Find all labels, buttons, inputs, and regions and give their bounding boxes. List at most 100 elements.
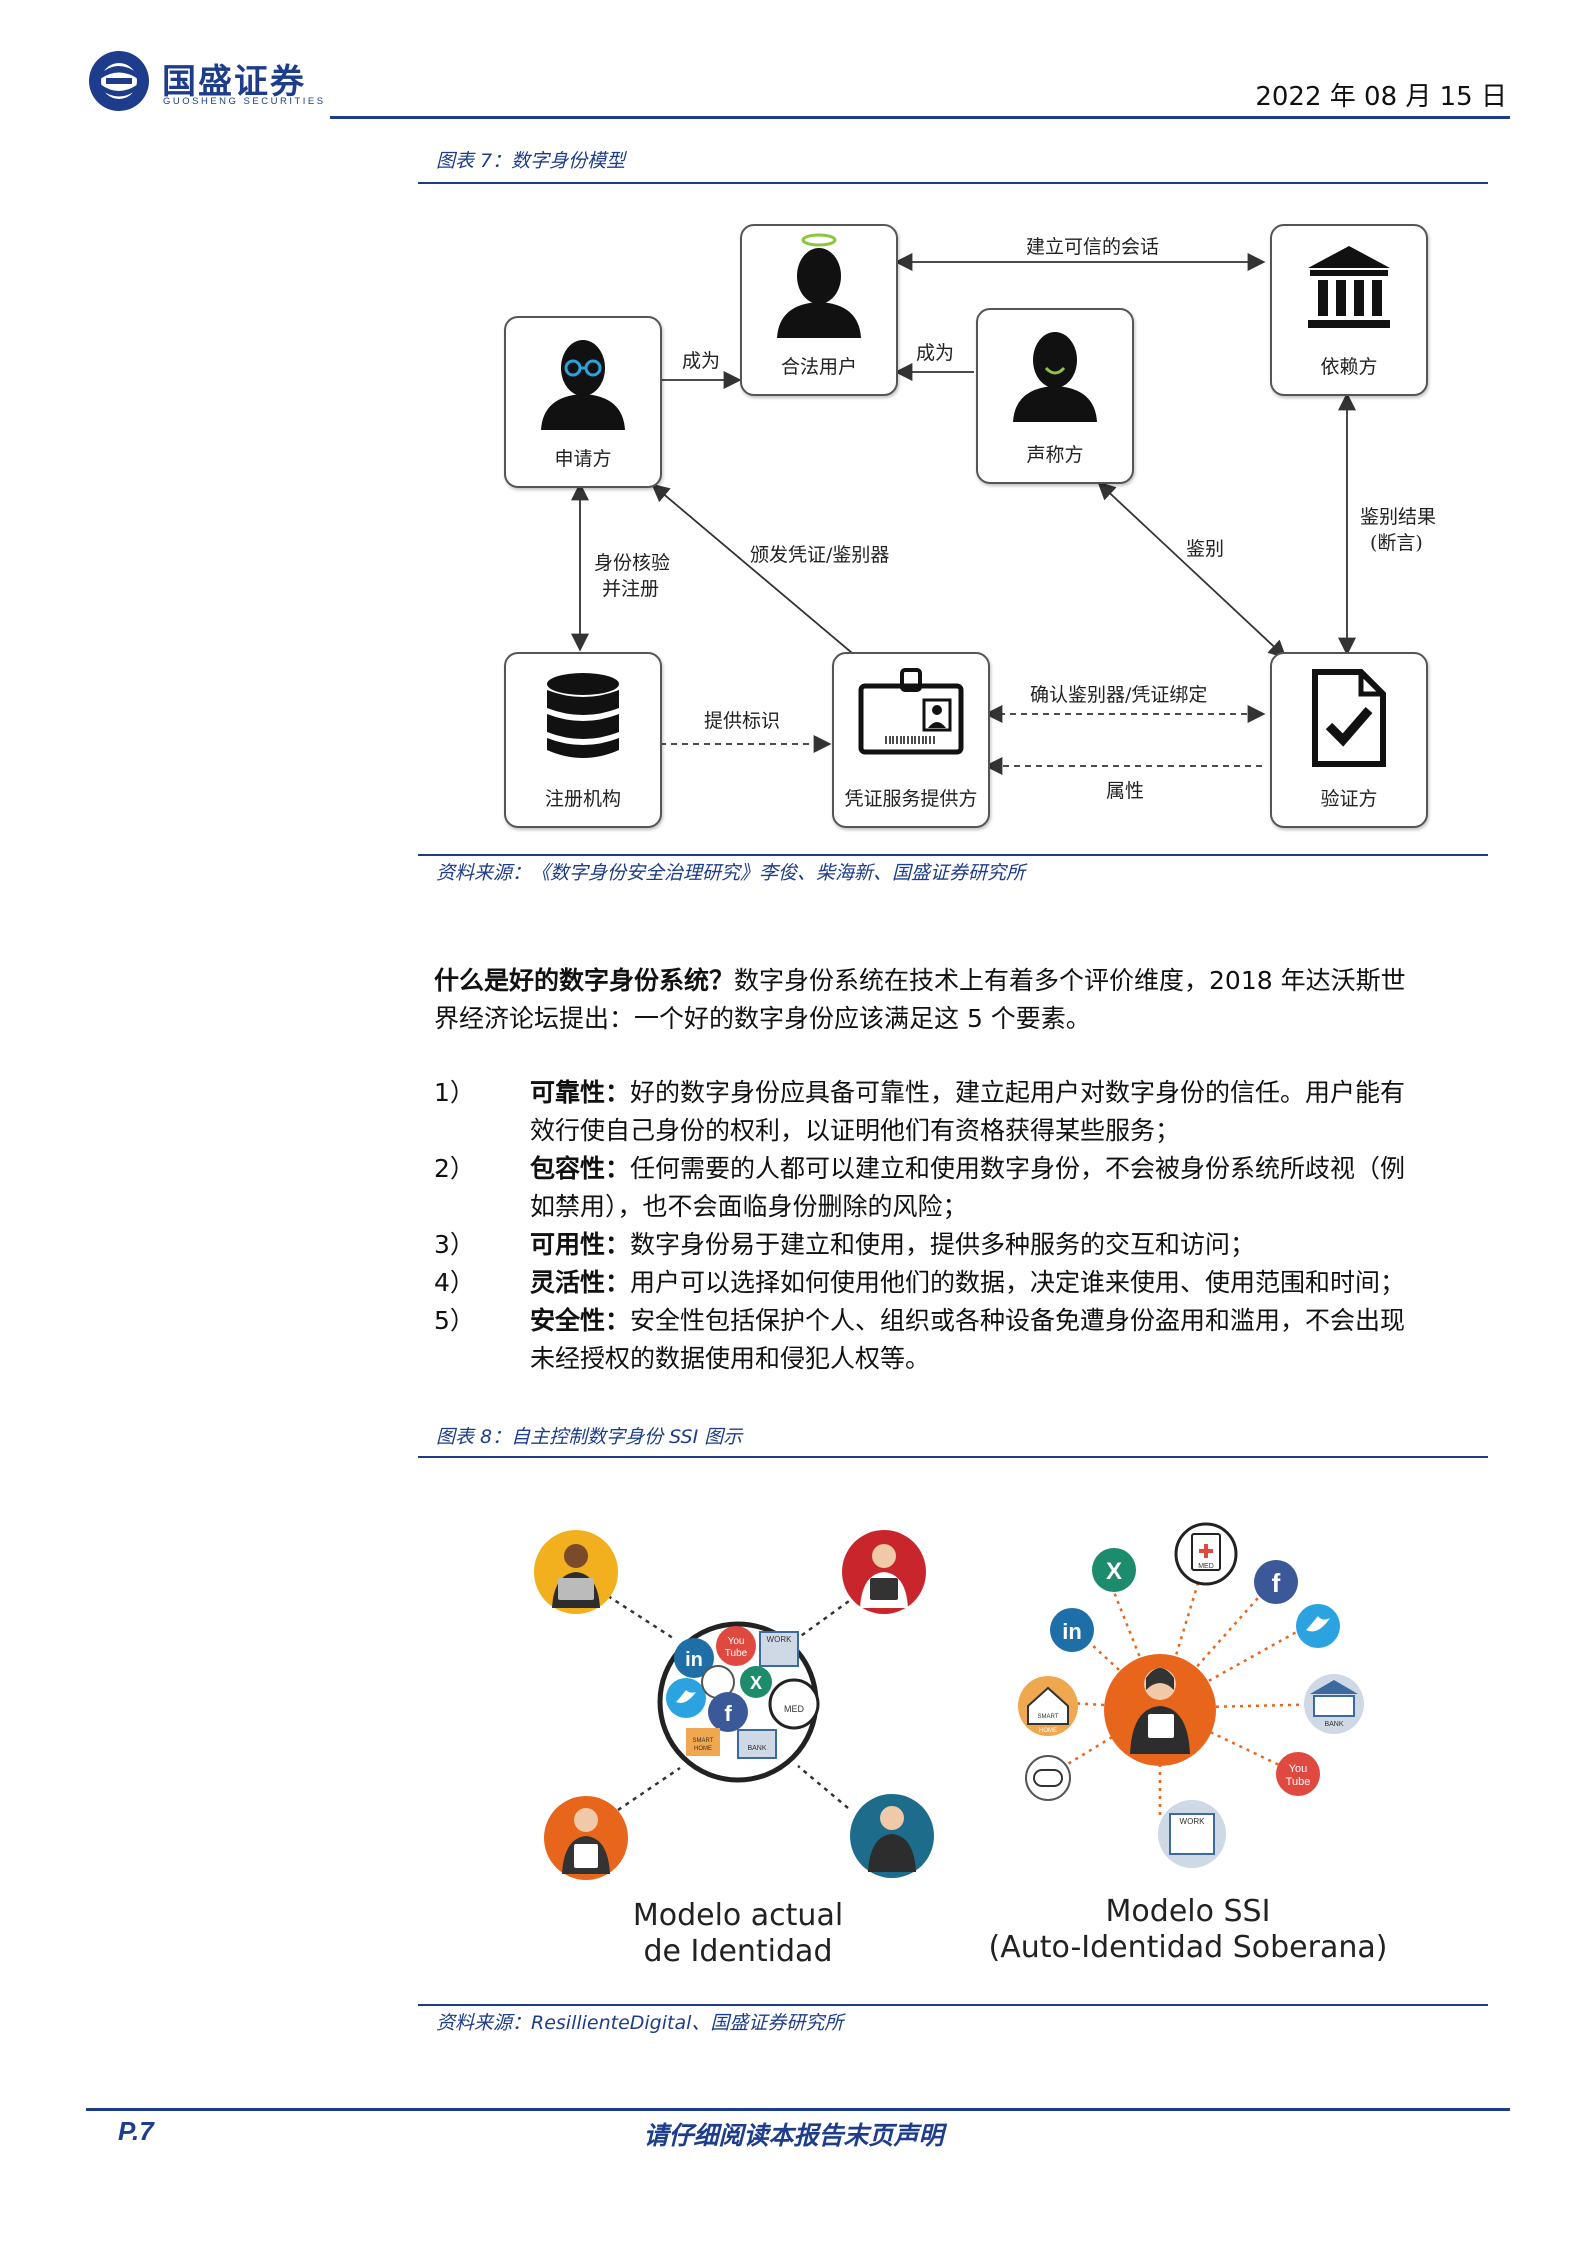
list-term: 灵活性： (530, 1268, 631, 1297)
youtube-icon: You Tube (1276, 1752, 1320, 1796)
svg-text:in: in (1062, 1619, 1082, 1644)
svg-text:BANK: BANK (1324, 1721, 1343, 1728)
left-model-caption: Modelo actual de Identidad (588, 1898, 888, 1970)
facebook-icon (708, 1692, 748, 1732)
list-number: 2） (434, 1154, 475, 1183)
intro-line-1: 什么是好的数字身份系统？数字身份系统在技术上有着多个评价维度，2018 年达沃斯… (434, 962, 1514, 1000)
svg-text:HOME: HOME (694, 1746, 712, 1752)
database-icon (547, 673, 619, 758)
linkedin-icon: in (1050, 1608, 1094, 1652)
edge-label-confirm-binding: 确认鉴别器/凭证绑定 (1030, 684, 1208, 706)
list-body: 包容性：任何需要的人都可以建立和使用数字身份，不会被身份系统所歧视（例 如禁用）… (530, 1150, 1514, 1226)
person-blue-icon (850, 1794, 934, 1878)
document-check-icon (1312, 669, 1386, 767)
list-number: 5） (434, 1306, 475, 1335)
footer-divider (86, 2108, 1510, 2111)
svg-text:MED: MED (784, 1704, 805, 1714)
list-item: 2） 包容性：任何需要的人都可以建立和使用数字身份，不会被身份系统所歧视（例 如… (434, 1150, 1514, 1226)
svg-text:WORK: WORK (767, 1635, 793, 1644)
logo-text: 国盛证券 (162, 62, 306, 102)
list-text-2: 如禁用），也不会面临身份删除的风险； (530, 1192, 968, 1221)
edge-csp-to-applicant (651, 483, 859, 659)
list-text-2: 未经授权的数据使用和侵犯人权等。 (530, 1344, 931, 1373)
medical-record-icon: MED (1174, 1522, 1238, 1586)
work-building-icon: WORK (1158, 1800, 1226, 1868)
right-caption-line-2: (Auto-Identidad Soberana) (988, 1930, 1388, 1965)
edge-label-become-2: 成为 (916, 342, 955, 364)
youtube-icon (716, 1626, 756, 1666)
person-tablet-orange-icon (544, 1796, 628, 1880)
twitter-icon (1296, 1604, 1340, 1648)
report-date: 2022 年 08 月 15 日 (1255, 82, 1507, 112)
edge-label-result-2: (断言) (1370, 532, 1423, 554)
right-model-caption: Modelo SSI (Auto-Identidad Soberana) (978, 1894, 1398, 1966)
ssi-user-icon (1130, 1668, 1190, 1754)
medical-icon (768, 1678, 820, 1730)
figure-7-title: 图表 7：数字身份模型 (436, 150, 626, 172)
list-text-1: 用户可以选择如何使用他们的数据，决定谁来使用、使用范围和时间； (630, 1268, 1406, 1297)
node-applicant: 申请方 (504, 316, 662, 488)
person-halo-icon (777, 233, 861, 338)
list-term: 安全性： (530, 1306, 631, 1335)
intro-question: 什么是好的数字身份系统？ (434, 966, 735, 995)
person-tablet-red-icon (842, 1530, 926, 1614)
svg-text:f: f (1272, 1568, 1281, 1598)
smart-home-icon (686, 1728, 720, 1756)
figure-8-title: 图表 8：自主控制数字身份 SSI 图示 (436, 1426, 743, 1448)
xing-icon: X (1092, 1548, 1136, 1592)
id-badge-icon (858, 668, 964, 755)
edge-label-authn: 鉴别 (1186, 538, 1225, 560)
person-glasses-icon (541, 340, 625, 430)
left-dotted-links (607, 1594, 857, 1812)
svg-text:MED: MED (1198, 1563, 1214, 1570)
ssi-illustration: in You Tube WORK X f MED SMART HOME BANK (418, 1470, 1488, 1990)
node-registry-label: 注册机构 (544, 788, 621, 810)
list-text-2: 效行使自己身份的权利，以证明他们有资格获得某些服务； (530, 1116, 1181, 1145)
node-claimant: 声称方 (976, 308, 1134, 484)
bank-icon: BANK (1304, 1674, 1364, 1734)
smart-home-icon: SMART HOME (1018, 1676, 1078, 1736)
figure-7-bottom-rule (418, 854, 1488, 856)
ssi-diagram: in You Tube WORK X f MED SMART HOME BANK (534, 1522, 1364, 1880)
bank-icon (737, 1729, 777, 1759)
figure-8-bottom-rule (418, 2004, 1488, 2006)
edge-label-issue: 颁发凭证/鉴别器 (750, 544, 890, 566)
svg-text:WORK: WORK (1180, 1817, 1206, 1826)
node-relying-party: 依赖方 (1270, 224, 1428, 396)
intro-line-1-text: 数字身份系统在技术上有着多个评价维度，2018 年达沃斯世 (734, 966, 1406, 995)
list-item: 3） 可用性：数字身份易于建立和使用，提供多种服务的交互和访问； (434, 1226, 1514, 1264)
svg-text:You: You (1289, 1763, 1308, 1775)
svg-text:f: f (724, 1701, 732, 1726)
svg-text:BANK: BANK (747, 1745, 766, 1752)
node-csp-label: 凭证服务提供方 (844, 788, 978, 810)
logo (86, 48, 346, 120)
linkedin-icon (674, 1638, 714, 1678)
facebook-icon: f (1254, 1560, 1298, 1604)
edge-label-trusted-session: 建立可信的会话 (1026, 236, 1160, 258)
svg-text:SMART: SMART (693, 1738, 714, 1744)
svg-text:X: X (750, 1673, 762, 1693)
list-number: 3） (434, 1230, 475, 1259)
svg-text:in: in (685, 1649, 703, 1671)
right-caption-line-1: Modelo SSI (1105, 1894, 1271, 1929)
diagram-connectors (571, 253, 1356, 775)
list-item: 5） 安全性：安全性包括保护个人、组织或各种设备免遭身份盗用和滥用，不会出现 未… (434, 1302, 1514, 1378)
list-number: 4） (434, 1268, 475, 1297)
list-number: 1） (434, 1078, 475, 1107)
header-divider (330, 116, 1510, 119)
figure-7-source: 资料来源：《数字身份安全治理研究》李俊、柴海新、国盛证券研究所 (436, 862, 1026, 884)
svg-text:X: X (1106, 1558, 1122, 1585)
svg-text:You: You (728, 1636, 745, 1647)
list-body: 可靠性：好的数字身份应具备可靠性，建立起用户对数字身份的信任。用户能有 效行使自… (530, 1074, 1514, 1150)
person-smile-icon (1013, 332, 1097, 422)
svg-text:HOME: HOME (1039, 1728, 1057, 1734)
node-credential-service-provider: 凭证服务提供方 (832, 652, 990, 828)
list-body: 可用性：数字身份易于建立和使用，提供多种服务的交互和访问； (530, 1226, 1514, 1264)
list-term: 包容性： (530, 1154, 631, 1183)
list-text-1: 安全性包括保护个人、组织或各种设备免遭身份盗用和滥用，不会出现 (630, 1306, 1406, 1335)
node-verifier: 验证方 (1270, 652, 1428, 828)
intro-line-2: 界经济论坛提出：一个好的数字身份应该满足这 5 个要素。 (434, 1004, 1091, 1033)
node-relying-party-label: 依赖方 (1320, 356, 1378, 378)
intro-paragraph: 什么是好的数字身份系统？数字身份系统在技术上有着多个评价维度，2018 年达沃斯… (434, 962, 1514, 1038)
node-registry: 注册机构 (504, 652, 662, 828)
